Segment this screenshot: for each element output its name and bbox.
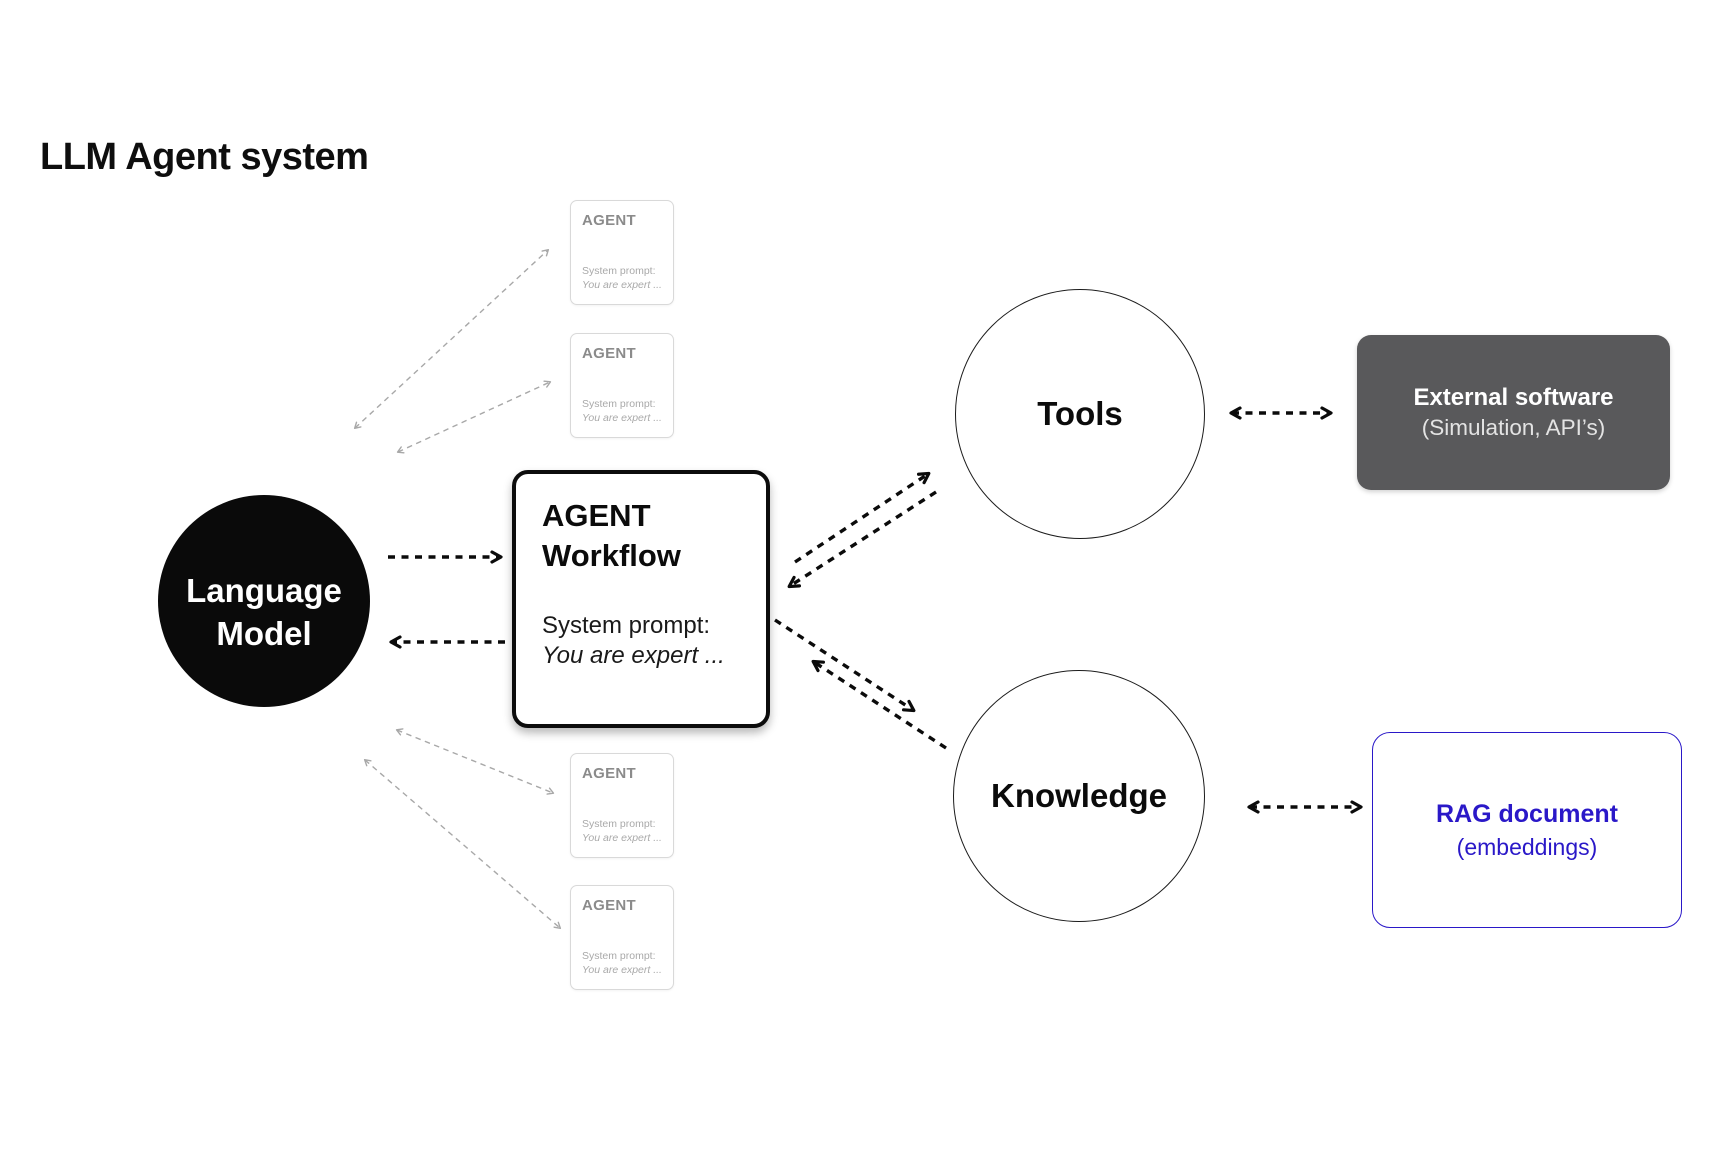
- rag-document-node: RAG document (embeddings): [1372, 732, 1682, 928]
- page-title: LLM Agent system: [40, 136, 369, 178]
- rag-document-subtitle: (embeddings): [1456, 833, 1598, 860]
- agent-card-title: AGENT: [582, 212, 636, 229]
- external-software-node: External software (Simulation, API’s): [1357, 335, 1670, 490]
- language-model-label-line2: Model: [216, 615, 312, 652]
- agent-card-prompt: System prompt: You are expert ...: [582, 818, 662, 844]
- external-software-subtitle: (Simulation, API’s): [1421, 415, 1606, 440]
- tools-label: Tools: [1037, 395, 1123, 432]
- agent-card-2: AGENT System prompt: You are expert ...: [570, 333, 674, 438]
- agent-card-title: AGENT: [582, 765, 636, 782]
- agent-card-title: AGENT: [582, 897, 636, 914]
- agent-card-title: AGENT: [582, 345, 636, 362]
- agent-workflow-node: AGENT Workflow System prompt: You are ex…: [512, 470, 770, 728]
- external-software-title: External software: [1413, 384, 1614, 411]
- agent-card-prompt: System prompt: You are expert ...: [582, 398, 662, 424]
- agent-card-3: AGENT System prompt: You are expert ...: [570, 753, 674, 858]
- workflow-system-prompt: System prompt: You are expert ...: [542, 611, 725, 670]
- knowledge-label: Knowledge: [990, 777, 1167, 814]
- agent-card-prompt: System prompt: You are expert ...: [582, 950, 662, 976]
- workflow-title: AGENT Workflow: [542, 498, 681, 574]
- agent-card-4: AGENT System prompt: You are expert ...: [570, 885, 674, 990]
- language-model-node: Language Model: [158, 495, 370, 707]
- tools-node: Tools: [955, 289, 1205, 539]
- agent-card-prompt: System prompt: You are expert ...: [582, 265, 662, 291]
- rag-document-title: RAG document: [1436, 799, 1618, 828]
- agent-card-1: AGENT System prompt: You are expert ...: [570, 200, 674, 305]
- knowledge-node: Knowledge: [953, 670, 1205, 922]
- language-model-label-line1: Language: [186, 572, 342, 610]
